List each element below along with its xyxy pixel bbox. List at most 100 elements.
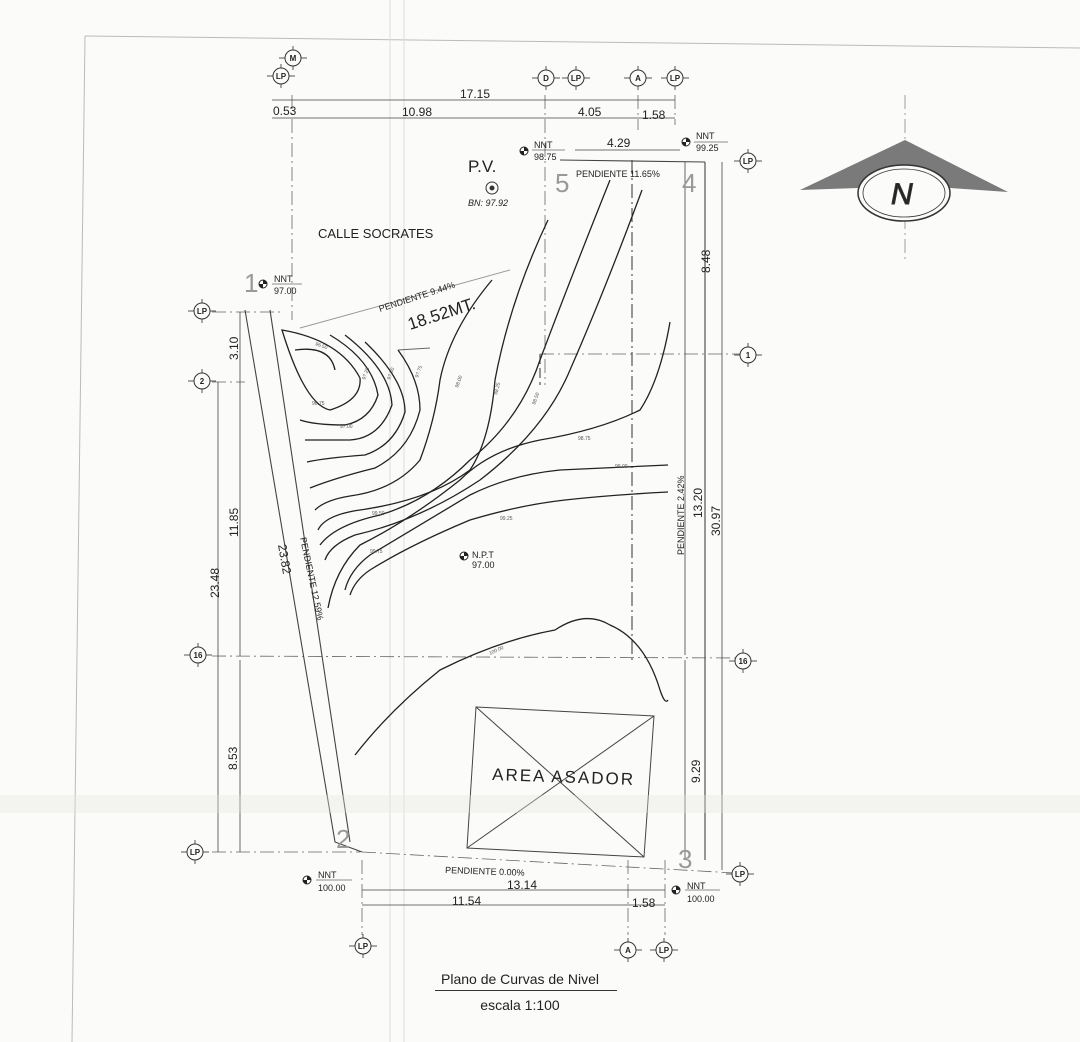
- axis-label: LP: [197, 307, 208, 316]
- axis-marker-lp: LP: [349, 934, 377, 958]
- axis-marker-lp: LP: [650, 938, 678, 962]
- dim-top-b: 10.98: [402, 105, 432, 119]
- contour-label: 100.00: [488, 645, 505, 657]
- nnt-label-2: NNT: [696, 131, 715, 141]
- slope-right: PENDIENTE 2.42%: [676, 475, 686, 555]
- axis-label: 1: [746, 351, 751, 360]
- dimension-lines: [217, 99, 723, 906]
- nnt-marker-2: [681, 137, 728, 147]
- contour-label: 98.75: [578, 436, 591, 442]
- axis-label: LP: [670, 74, 681, 83]
- axis-label: A: [625, 946, 631, 955]
- contour-label: 98.50: [531, 392, 541, 406]
- dim-left-a: 3.10: [227, 336, 241, 360]
- sheet-border: [71, 0, 1080, 1042]
- dim-top-total: 17.15: [460, 87, 490, 101]
- dim-diagonal: 23.82: [275, 543, 294, 575]
- vertex-5: 5: [555, 168, 569, 198]
- axis-marker-lp: LP: [181, 840, 209, 864]
- dim-right-d: 9.29: [689, 759, 703, 783]
- axis-label: LP: [358, 942, 369, 951]
- area-asador-label: AREA ASADOR: [492, 765, 636, 789]
- contour-label: 99.50: [372, 511, 385, 517]
- dim-right-c: 30.97: [709, 506, 723, 536]
- axis-label: 16: [194, 651, 203, 660]
- contour-label: 97.50: [386, 367, 396, 381]
- axis-label: LP: [276, 72, 287, 81]
- contour-label: 99.00: [615, 464, 628, 470]
- axis-marker-16: 16: [729, 649, 757, 673]
- axis-label: D: [543, 74, 549, 83]
- north-label: N: [891, 178, 913, 211]
- nnt-marker-3: [258, 279, 302, 289]
- nnt-marker-4: [302, 875, 352, 885]
- axis-lines: [211, 95, 741, 935]
- nnt-value-4: 100.00: [318, 883, 346, 893]
- dim-right-a: 8.48: [699, 249, 713, 273]
- dim-top-d: 1.58: [642, 108, 666, 122]
- contour-labels: 96.50 96.75 97.00 97.25 97.50 97.75 98.0…: [312, 341, 628, 657]
- axis-label: LP: [659, 946, 670, 955]
- axis-label: LP: [735, 870, 746, 879]
- contour-label: 98.25: [493, 382, 502, 396]
- axis-label: 16: [739, 657, 748, 666]
- contour-label: 98.00: [454, 375, 464, 389]
- contour-label: 97.25: [361, 367, 371, 381]
- nnt-value-1: 98.75: [534, 152, 557, 162]
- street-name: CALLE SOCRATES: [318, 226, 434, 241]
- area-asador: [466, 706, 655, 858]
- slope-bottom: PENDIENTE 0.00%: [445, 865, 525, 878]
- axis-marker-1: 1: [734, 343, 762, 367]
- slope-upper-right: PENDIENTE 11.65%: [576, 169, 660, 179]
- axis-label: LP: [571, 74, 582, 83]
- pv-label: P.V.: [468, 157, 496, 176]
- axis-label: LP: [743, 157, 754, 166]
- nnt-value-5: 100.00: [687, 894, 715, 904]
- nnt-label-1: NNT: [534, 140, 553, 150]
- lot-boundary: [244, 159, 706, 860]
- axis-marker-a: A: [614, 938, 642, 962]
- north-arrow-icon: [800, 95, 1008, 262]
- axis-marker-lp: LP: [188, 299, 216, 323]
- vertex-2: 2: [336, 824, 350, 854]
- axis-marker-lp: LP: [267, 64, 295, 88]
- title-underline: [435, 990, 617, 991]
- axis-label: M: [290, 54, 297, 63]
- contour-lines: [281, 179, 671, 756]
- nnt-marker-5: [671, 885, 720, 895]
- npt-label: N.P.T: [472, 550, 494, 560]
- axis-marker-m: M: [279, 46, 307, 70]
- contour-label: 97.75: [414, 365, 424, 379]
- dim-left-b: 11.85: [227, 508, 241, 537]
- dim-top-c: 4.05: [578, 105, 602, 119]
- nnt-label-4: NNT: [318, 870, 337, 880]
- vertex-1: 1: [244, 268, 258, 298]
- nnt-label-3: NNT: [274, 274, 293, 284]
- axis-marker-lp: LP: [661, 66, 689, 90]
- dim-top-a: 0.53: [273, 104, 297, 118]
- axis-marker-lp: LP: [734, 149, 762, 173]
- axis-marker-lp: LP: [562, 66, 590, 90]
- dim-bottom-a: 13.14: [507, 878, 537, 892]
- pv-marker: [485, 181, 499, 195]
- dim-right-b: 13.20: [691, 488, 705, 518]
- axis-marker-16: 16: [184, 643, 212, 667]
- nnt-label-5: NNT: [687, 881, 706, 891]
- nnt-marker-1: [519, 146, 565, 156]
- axis-markers: M LP D LP A LP LP: [181, 46, 762, 962]
- axis-marker-2: 2: [188, 369, 216, 393]
- axis-label: LP: [190, 848, 201, 857]
- nnt-value-3: 97.00: [274, 286, 297, 296]
- slope-left: PENDIENTE 12.59%: [298, 536, 325, 621]
- axis-label: A: [635, 74, 641, 83]
- contour-label: 99.25: [500, 516, 513, 522]
- vertex-3: 3: [678, 844, 692, 874]
- axis-marker-lp: LP: [726, 862, 754, 886]
- dim-bottom-c: 1.58: [632, 896, 656, 910]
- npt-value: 97.00: [472, 560, 495, 570]
- plan-scale: escala 1:100: [480, 997, 560, 1013]
- nnt-value-2: 99.25: [696, 143, 719, 153]
- dim-left-c: 23.48: [208, 568, 222, 598]
- dim-bottom-b: 11.54: [452, 894, 481, 908]
- pv-bn: BN: 97.92: [468, 198, 508, 208]
